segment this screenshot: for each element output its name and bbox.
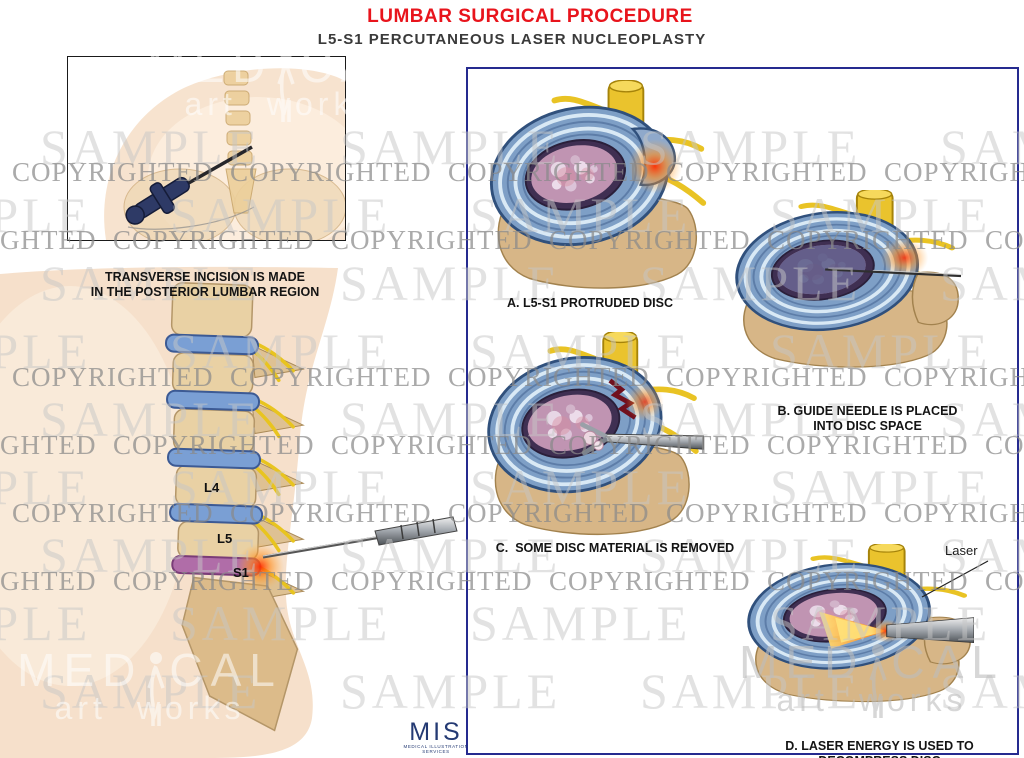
grasper-instrument (580, 422, 704, 456)
mis-logo: MIS MEDICAL ILLUSTRATION SERVICES (398, 718, 474, 755)
annulus-tear (608, 378, 637, 420)
laser-pointer-line (921, 560, 989, 598)
label-s1: S1 (233, 565, 249, 580)
lumbar-spine (164, 282, 306, 732)
incision-inset-illustration (104, 68, 368, 257)
page-subtitle: L5-S1 PERCUTANEOUS LASER NUCLEOPLASTY (317, 31, 707, 48)
intervertebral-discs (164, 333, 264, 577)
disc-fragment (582, 430, 598, 445)
step-b-illustration (724, 190, 962, 372)
incision-inset (67, 56, 368, 257)
laser-label: Laser (945, 543, 978, 558)
step-a-illustration (479, 80, 711, 295)
page-title: LUMBAR SURGICAL PROCEDURE (367, 6, 693, 27)
side-view-body-illustration (0, 266, 338, 758)
label-l4: L4 (204, 480, 220, 495)
step-d-caption: D. LASER ENERGY IS USED TODECOMPRESS DIS… (785, 739, 974, 758)
step-a-caption: A. L5-S1 PROTRUDED DISC (507, 296, 673, 310)
mis-logo-text: MIS (409, 718, 463, 746)
posterior-spine (223, 70, 257, 214)
laser-cannula (886, 617, 974, 644)
step-c-illustration (474, 332, 704, 540)
step-c-caption: C. SOME DISC MATERIAL IS REMOVED (495, 541, 735, 555)
side-view-needle (262, 516, 458, 559)
nerve-compression-glow (627, 139, 682, 194)
incision-instrument (125, 145, 255, 230)
guide-needle (825, 268, 962, 278)
mis-logo-tagline: MEDICAL ILLUSTRATION SERVICES (403, 744, 469, 754)
step-d-illustration (736, 544, 974, 706)
label-l5: L5 (217, 531, 233, 546)
